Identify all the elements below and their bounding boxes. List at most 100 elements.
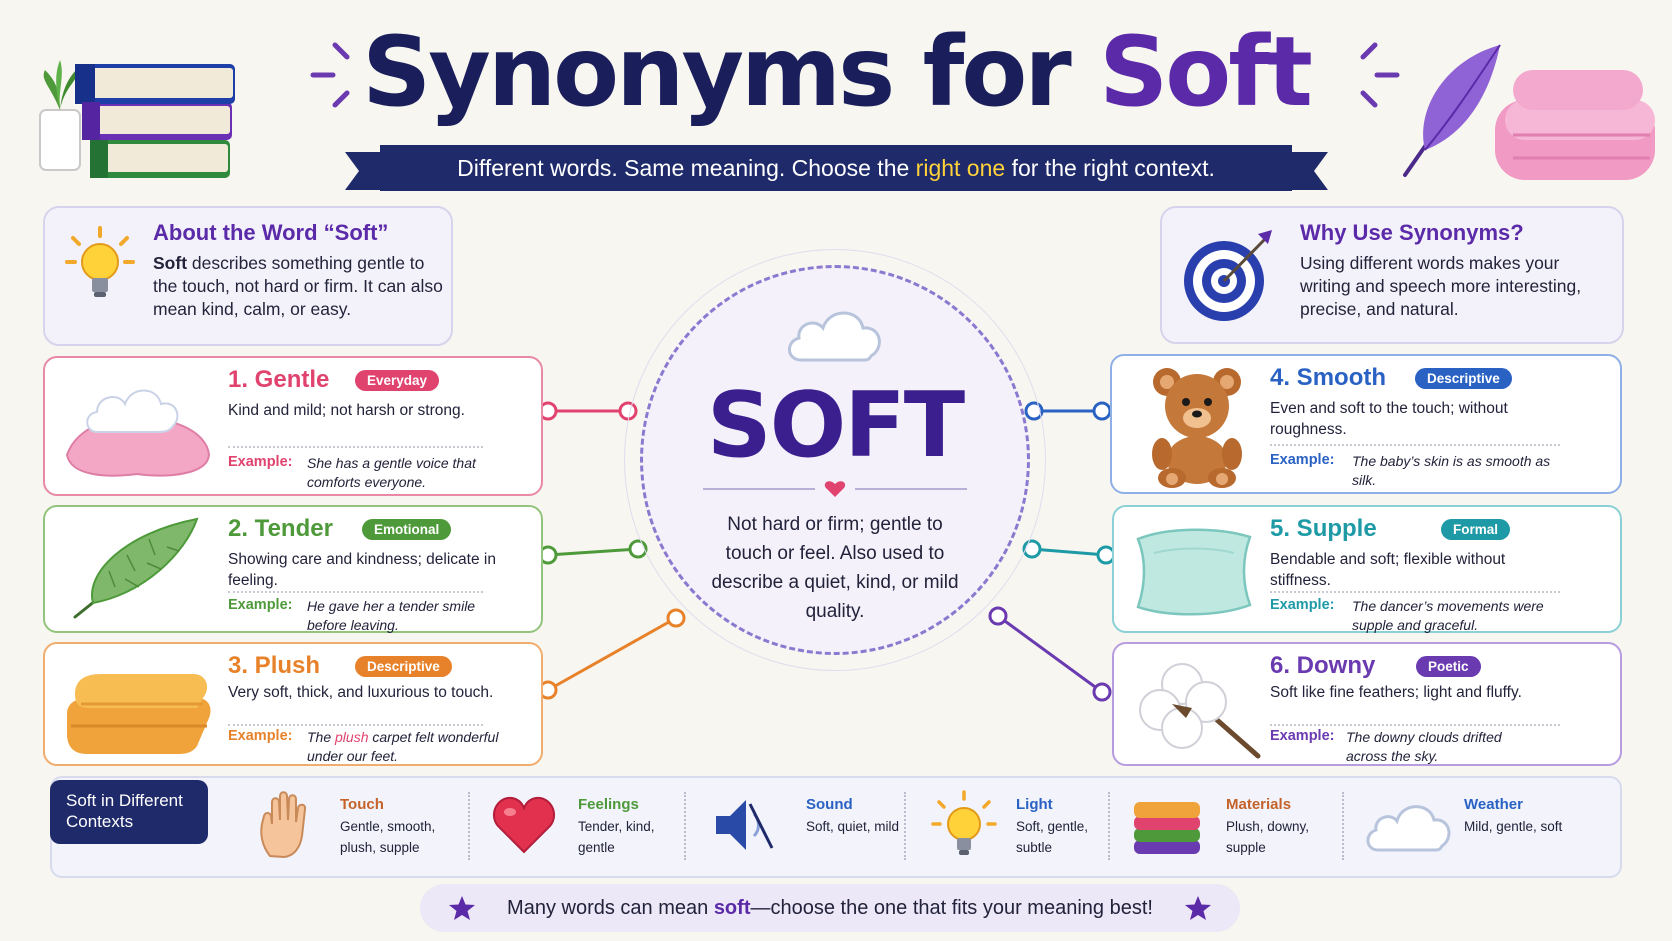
synonym-example: The dancer’s movements were supple and g…	[1352, 598, 1544, 633]
about-body: Soft describes something gentle to the t…	[153, 253, 443, 319]
title-accent: Soft	[1099, 16, 1313, 128]
synonym-card-gentle: 1. Gentle Everyday Kind and mild; not ha…	[43, 356, 543, 496]
synonym-word: 2. Tender	[228, 515, 333, 542]
cloud-icon	[1366, 805, 1451, 852]
synonym-example: The baby’s skin is as smooth as silk.	[1352, 453, 1551, 488]
synonym-definition: Very soft, thick, and luxurious to touch…	[228, 684, 494, 701]
pillow-with-cloud-icon	[65, 389, 211, 477]
context-sound: Sound Soft, quiet, mild	[712, 790, 902, 860]
synonym-definition: Kind and mild; not harsh or strong.	[228, 402, 465, 419]
contexts-panel	[50, 776, 1622, 878]
synonym-word: 6. Downy	[1270, 652, 1376, 679]
burst-right-icon	[1360, 42, 1400, 108]
teddy-bear-icon	[1152, 368, 1242, 488]
star-icon	[1185, 896, 1211, 920]
center-circle: SOFT Not hard or firm; gentle to touch o…	[640, 265, 1030, 655]
synonym-word: 4. Smooth	[1270, 364, 1387, 391]
context-divider	[1342, 792, 1344, 860]
example-label: Example:	[1270, 452, 1335, 468]
synonym-definition: Even and soft to the touch; without roug…	[1270, 400, 1508, 438]
synonym-example: The downy clouds drifted across the sky.	[1346, 729, 1502, 764]
folded-blanket-icon	[67, 674, 211, 754]
about-box: About the Word “Soft” Soft describes som…	[43, 206, 453, 346]
context-divider	[904, 792, 906, 860]
cloud-icon	[788, 311, 881, 362]
target-icon	[1184, 230, 1272, 321]
context-desc: Soft, quiet, mild	[806, 819, 900, 834]
lightbulb-icon	[65, 226, 135, 297]
synonym-example: He gave her a tender smile before leavin…	[307, 598, 476, 633]
cotton-icon	[1139, 663, 1261, 759]
context-divider	[684, 792, 686, 860]
lightbulb-icon	[931, 790, 997, 855]
synonym-definition: Soft like fine feathers; light and fluff…	[1270, 684, 1522, 701]
divider	[1270, 724, 1560, 726]
example-label: Example:	[228, 597, 293, 613]
hand-icon	[260, 791, 307, 859]
context-materials: Materials Plush, downy, supple	[1130, 790, 1330, 860]
contexts-heading: Soft in Different Contexts	[50, 780, 208, 844]
synonym-card-tender: 2. Tender Emotional Showing care and kin…	[43, 505, 543, 633]
feather-and-towel-icon	[1403, 44, 1655, 180]
divider	[228, 724, 483, 726]
speaker-low-icon	[716, 800, 774, 850]
context-feelings: Feelings Tender, kind, gentle	[490, 790, 680, 860]
category-badge: Emotional	[362, 519, 452, 540]
context-touch: Touch Gentle, smooth, plush, supple	[256, 790, 456, 860]
context-light: Light Soft, gentle, subtle	[930, 790, 1110, 860]
context-weather: Weather Mild, gentle, soft	[1362, 790, 1562, 860]
example-label: Example:	[1270, 597, 1335, 613]
about-heading: About the Word “Soft”	[153, 220, 389, 245]
center-halo	[624, 249, 1046, 671]
context-divider	[468, 792, 470, 860]
context-title: Light	[1016, 796, 1053, 813]
pillow-icon	[1136, 528, 1252, 616]
example-label: Example:	[228, 728, 293, 744]
why-heading: Why Use Synonyms?	[1300, 220, 1524, 245]
example-label: Example:	[228, 454, 293, 470]
synonym-word: 3. Plush	[228, 652, 321, 679]
synonym-example: The plush carpet felt wonderful under ou…	[307, 729, 499, 764]
fabric-stack-icon	[1134, 802, 1200, 854]
footer-banner: Many words can mean soft—choose the one …	[420, 884, 1240, 932]
ribbon-tail-right-icon	[1280, 152, 1328, 190]
context-desc: Soft, gentle, subtle	[1016, 819, 1089, 855]
heart-divider	[703, 481, 967, 497]
center-definition: Not hard or firm; gentle to touch or fee…	[711, 514, 959, 622]
context-divider	[1108, 792, 1110, 860]
footer-highlight: soft	[713, 897, 751, 919]
synonym-definition: Bendable and soft; flexible without stif…	[1270, 551, 1506, 589]
context-title: Feelings	[578, 796, 639, 813]
center-word: SOFT	[706, 373, 965, 478]
context-desc: Gentle, smooth, plush, supple	[340, 819, 436, 855]
synonym-definition: Showing care and kindness; delicate in f…	[228, 551, 496, 589]
synonym-card-smooth: 4. Smooth Descriptive Even and soft to t…	[1110, 354, 1622, 494]
synonym-word: 5. Supple	[1270, 515, 1377, 542]
feather-icon	[73, 517, 199, 619]
divider	[1270, 444, 1560, 446]
context-desc: Plush, downy, supple	[1226, 819, 1310, 855]
synonym-word: 1. Gentle	[228, 366, 330, 393]
context-title: Weather	[1464, 796, 1523, 813]
context-desc: Mild, gentle, soft	[1464, 819, 1563, 834]
synonym-card-downy: 6. Downy Poetic Soft like fine feathers;…	[1112, 642, 1622, 766]
category-badge: Descriptive	[355, 656, 452, 677]
category-badge: Poetic	[1416, 656, 1481, 677]
context-title: Touch	[340, 796, 384, 813]
why-box: Why Use Synonyms? Using different words …	[1160, 206, 1624, 344]
burst-left-icon	[310, 42, 350, 108]
ribbon-highlight: right one	[915, 155, 1006, 181]
synonym-example: She has a gentle voice that comforts eve…	[307, 455, 476, 490]
category-badge: Formal	[1441, 519, 1511, 540]
example-label: Example:	[1270, 728, 1335, 744]
subtitle-ribbon: Different words. Same meaning. Choose th…	[380, 145, 1292, 191]
page-title: Synonyms for Soft	[362, 16, 1313, 128]
divider	[228, 591, 483, 593]
synonym-card-plush: 3. Plush Descriptive Very soft, thick, a…	[43, 642, 543, 766]
category-badge: Descriptive	[1415, 368, 1512, 389]
star-icon	[449, 896, 475, 920]
why-body: Using different words makes your writing…	[1300, 253, 1582, 319]
heart-icon	[493, 796, 555, 854]
category-badge: Everyday	[355, 370, 440, 391]
divider	[1270, 591, 1560, 593]
